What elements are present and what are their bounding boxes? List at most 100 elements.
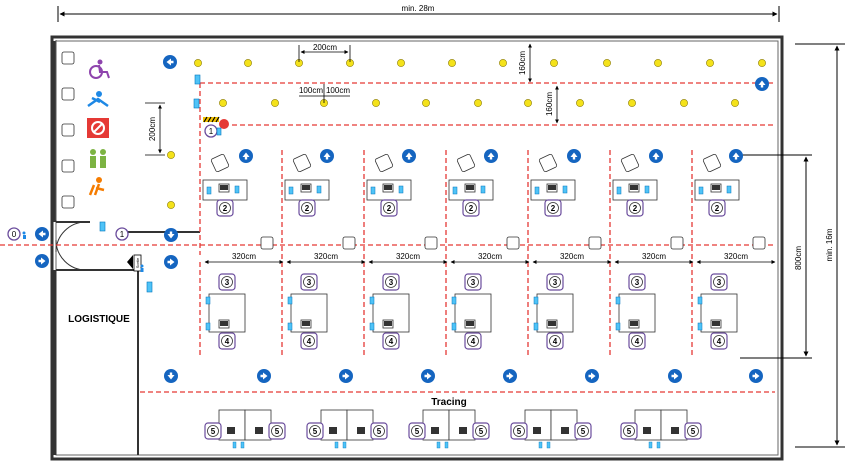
queue-dimensions: 200cm 100cm 100cm 160cm 160cm 200cm: [145, 43, 559, 156]
queue-dot: [271, 99, 279, 107]
chair: [588, 236, 602, 250]
wheelchair-icon: [89, 59, 110, 79]
laptop-icon: [671, 427, 679, 434]
sanitizer-icon: [316, 185, 322, 194]
waiting-chair: [210, 153, 230, 173]
sanitizer-icon: [451, 296, 457, 305]
step-badge-3-number: 3: [717, 278, 722, 287]
sanitizer-icon: [697, 322, 703, 331]
queue-dot: [550, 59, 558, 67]
waiting-chair: [620, 153, 640, 173]
sanitizer-icon: [533, 322, 539, 331]
waiting-chair: [456, 153, 476, 173]
sanitizer-icon: [480, 185, 486, 194]
queue-dot: [628, 99, 636, 107]
sanitizer-icon: [205, 296, 211, 305]
laptop-icon: [459, 427, 467, 434]
sanitizer-icon: [205, 322, 211, 331]
entrance-markers: 0 1 1 Sortie: [7, 74, 229, 293]
family-icon: [90, 149, 106, 168]
sanitizer-icon: [615, 322, 621, 331]
spacing-label: 320cm: [232, 252, 256, 261]
station-2: 234: [284, 153, 356, 350]
sanitizer-icon: [288, 186, 294, 195]
laptop-icon: [357, 427, 365, 434]
spacing-label: 320cm: [314, 252, 338, 261]
station-6: 234: [612, 153, 684, 350]
queue-dot: [448, 59, 456, 67]
step-badge-5-left-number: 5: [415, 427, 420, 436]
sanitizer-icon: [234, 185, 240, 194]
tracing-label: Tracing: [431, 397, 467, 408]
exit-sign-label: Sortie: [135, 257, 140, 268]
step-badge-4-number: 4: [553, 337, 558, 346]
direction-marker: [729, 149, 743, 163]
direction-marker: [339, 369, 353, 383]
waiting-chair: [374, 153, 394, 173]
direction-marker: [484, 149, 498, 163]
queue-dot: [680, 99, 688, 107]
queue-dot: [758, 59, 766, 67]
direction-marker: [163, 55, 177, 69]
station-1: 234: [202, 153, 274, 350]
laptop-icon: [227, 427, 235, 434]
step-badge-4-number: 4: [635, 337, 640, 346]
direction-marker: [164, 369, 178, 383]
sanitizer-icon: [726, 185, 732, 194]
direction-marker: [503, 369, 517, 383]
queue-dot: [706, 59, 714, 67]
step-badge-2-number: 2: [551, 204, 556, 213]
queue-dot: [731, 99, 739, 107]
step-badge-5-right-number: 5: [377, 427, 382, 436]
step-badge-4-number: 4: [307, 337, 312, 346]
no-entry-icon: [87, 118, 109, 138]
step-badge-3-number: 3: [635, 278, 640, 287]
step-badge-3-number: 3: [225, 278, 230, 287]
sanitizer-icon: [287, 296, 293, 305]
step-badge-5-right-number: 5: [581, 427, 586, 436]
step-0-label: 0: [12, 230, 17, 239]
lane-width-label-1: 160cm: [518, 51, 527, 75]
step-badge-one-entrance: [115, 227, 129, 241]
sanitizer-icon: [644, 185, 650, 194]
step-badge-5-right-number: 5: [479, 427, 484, 436]
sanitizer-icon: [538, 441, 543, 449]
lane-width-label-2: 160cm: [545, 92, 554, 116]
laptop-icon: [643, 427, 651, 434]
logistics-label: LOGISTIQUE: [68, 314, 130, 325]
direction-marker: [239, 149, 253, 163]
sanitizer-icon: [648, 441, 653, 449]
sanitizer-icon: [206, 186, 212, 195]
queue-gap-label-1: 100cm: [299, 86, 323, 95]
queue-spacing-label: 200cm: [313, 43, 337, 52]
sanitizer-icon: [697, 296, 703, 305]
step-badge-5-left-number: 5: [211, 427, 216, 436]
chair: [424, 236, 438, 250]
direction-marker: [585, 369, 599, 383]
step-badge-2-number: 2: [387, 204, 392, 213]
step-badge-zero: [7, 227, 21, 241]
waiting-chair: [702, 153, 722, 173]
info-person-icon: [22, 231, 26, 239]
direction-markers: [35, 55, 769, 383]
nursing-icon: [87, 91, 109, 108]
queue-dot: [372, 99, 380, 107]
station-3: 234: [366, 153, 438, 350]
step-badge-3-number: 3: [307, 278, 312, 287]
sanitizer-icon: [656, 441, 661, 449]
overall-width-label: min. 28m: [402, 4, 435, 13]
step-badge-4-number: 4: [389, 337, 394, 346]
sanitizer-icon: [616, 186, 622, 195]
step-badge-2-number: 2: [715, 204, 720, 213]
step-badge-3-number: 3: [471, 278, 476, 287]
spacing-label: 320cm: [478, 252, 502, 261]
queue-dots: [167, 59, 766, 209]
sanitizer-icon: [562, 185, 568, 194]
direction-marker: [402, 149, 416, 163]
queue-route-lines: [0, 82, 775, 393]
